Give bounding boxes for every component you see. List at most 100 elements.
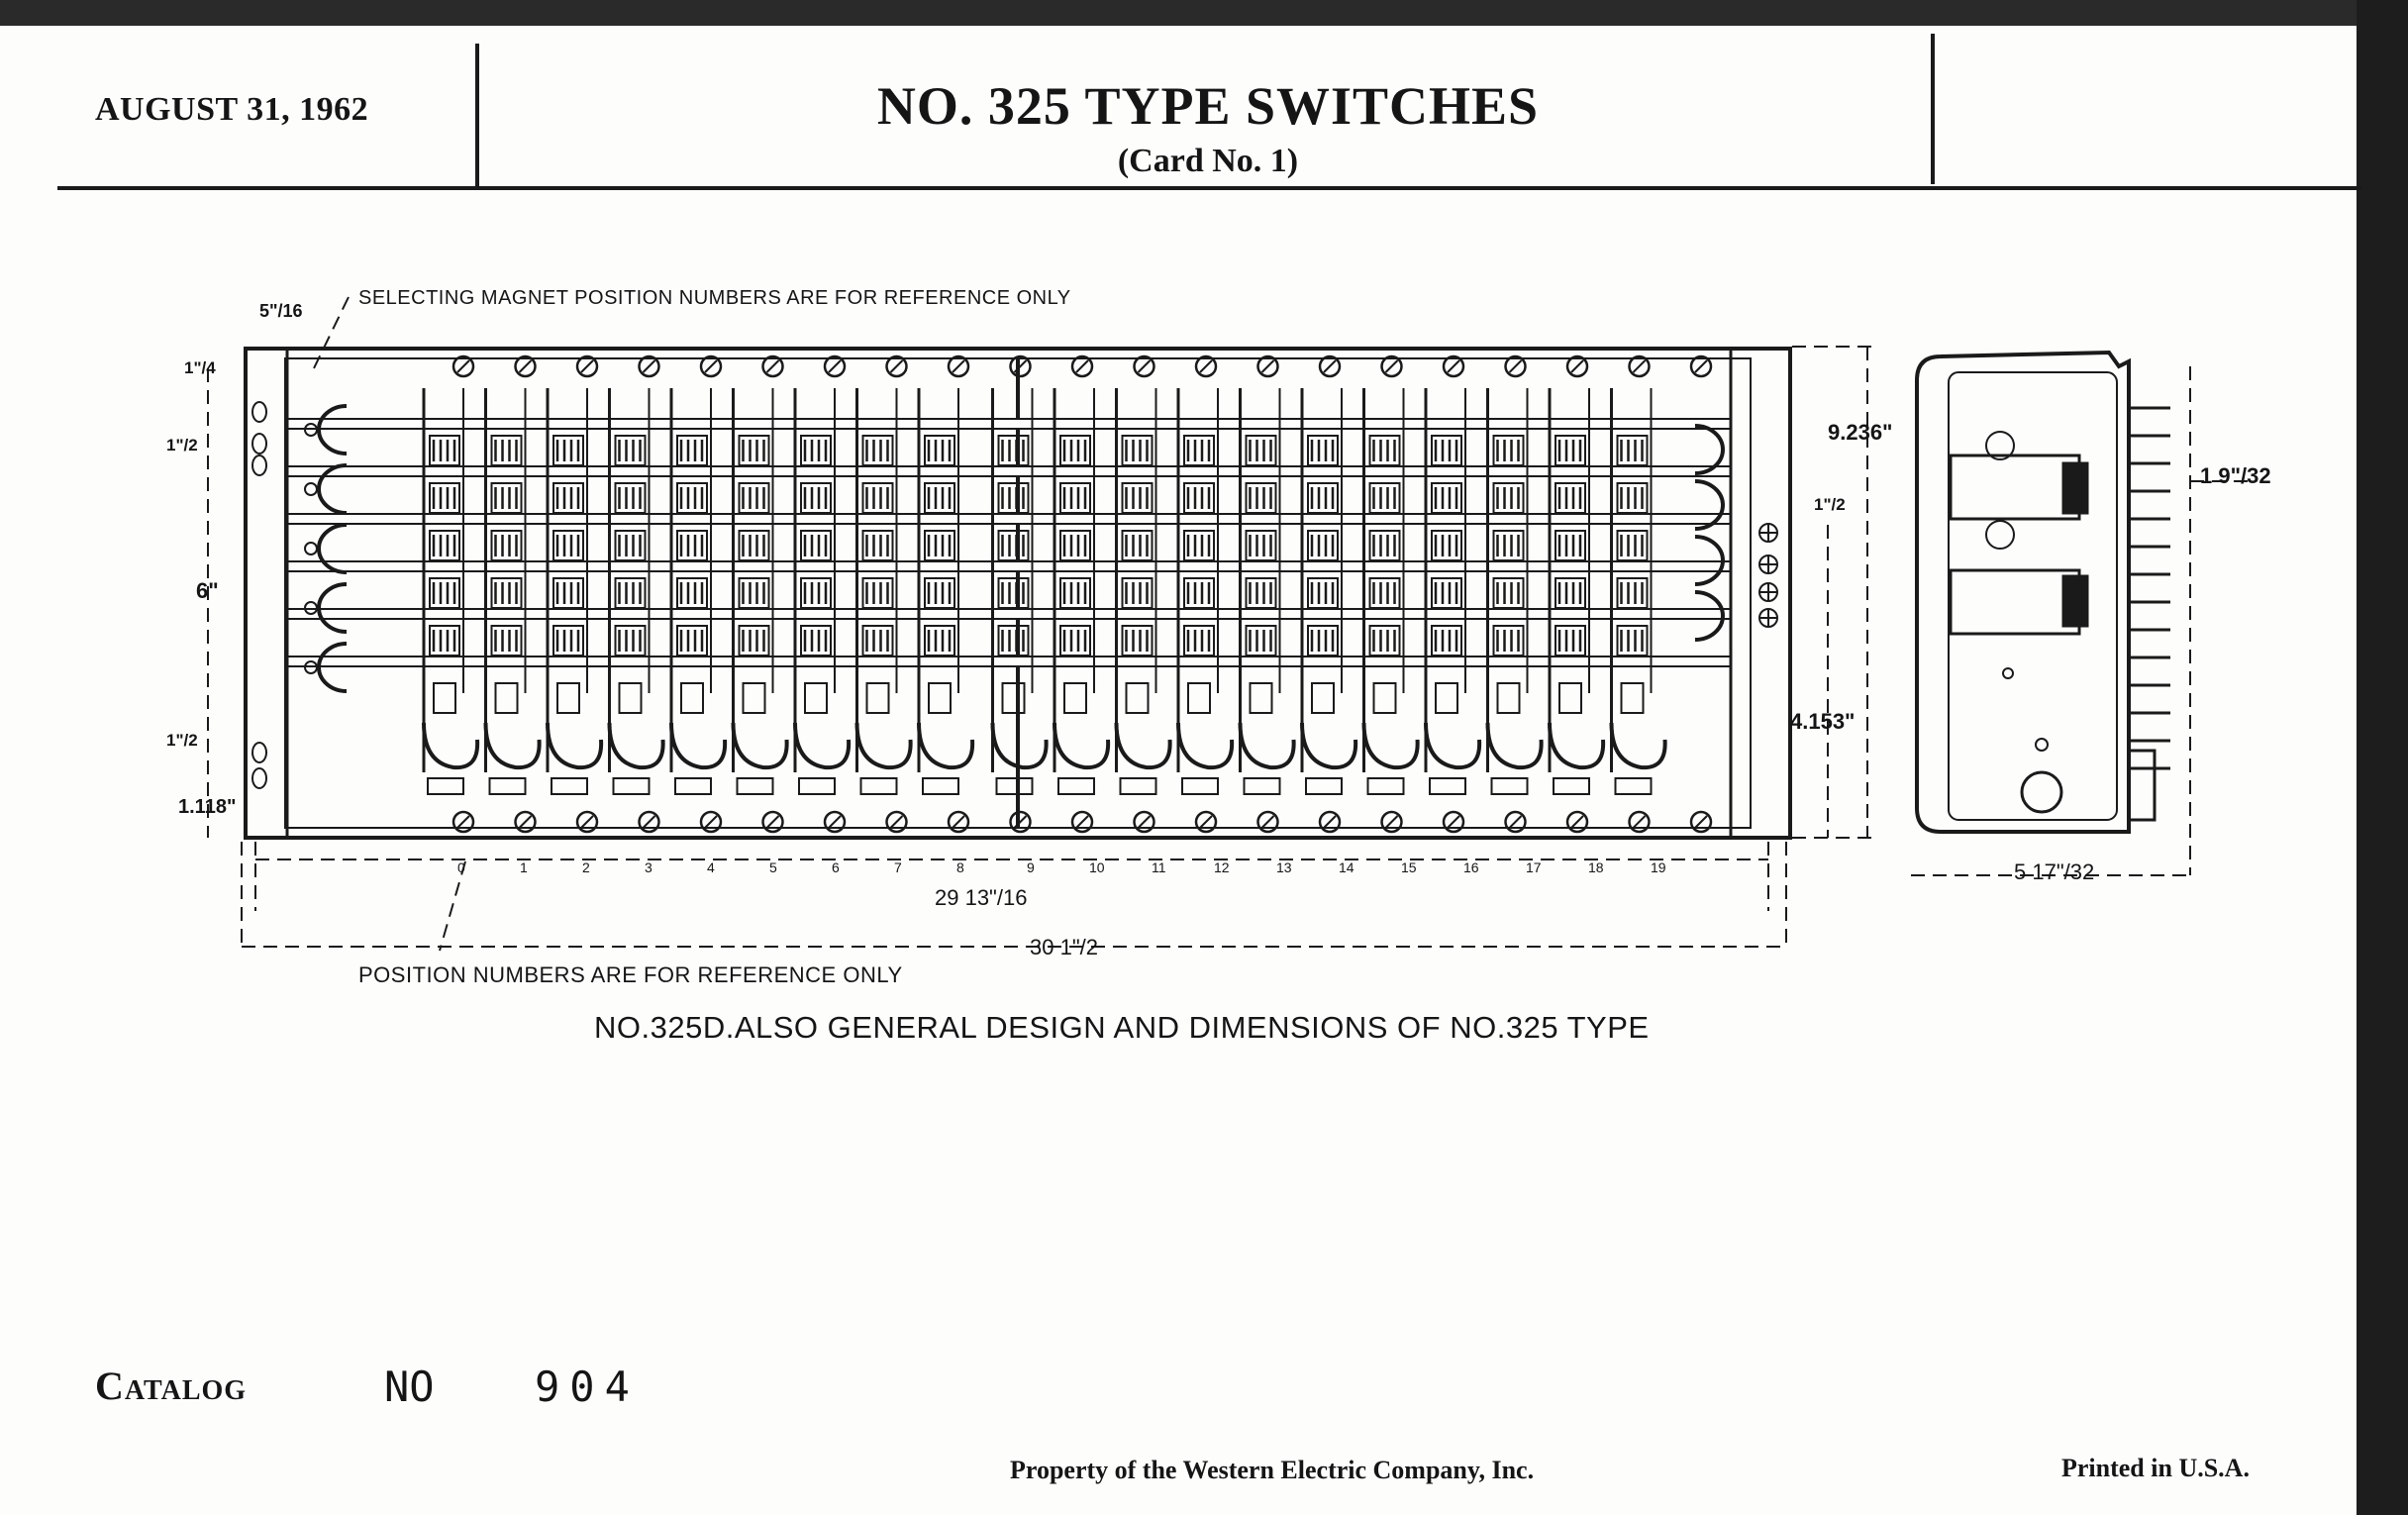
contact-block [614,577,647,609]
header-divider-left [475,44,479,188]
contact-block [1616,435,1649,466]
screw-bottom [1256,810,1279,834]
contact-block [1059,482,1091,514]
contact-block [738,530,770,561]
scan-edge [2357,0,2408,1515]
screw-slot [1570,815,1584,829]
contact-block [997,482,1030,514]
dim-six: 6" [196,578,219,603]
contact-block [676,577,708,609]
page-title: NO. 325 TYPE SWITCHES [876,76,1540,136]
side-pin [2035,738,2049,752]
contact-block [1492,530,1525,561]
contact-block [1492,577,1525,609]
hold-magnet-base [922,777,959,795]
magnet-pin [304,542,318,556]
contact-block [552,435,584,466]
hold-magnet-base [1119,777,1157,795]
hold-magnet-hook [546,722,604,770]
leader-position [439,860,466,952]
contact-block [861,435,894,466]
hold-magnet-hook [1609,722,1667,770]
select-magnet-left [317,523,348,574]
contact-block [1431,530,1462,561]
hold-magnet-base [1243,777,1281,795]
contact-block [1059,625,1091,656]
contact-block [1245,625,1277,656]
select-bar [284,513,1732,525]
hold-magnet-base [1553,777,1590,795]
contact-block [1183,530,1215,561]
screw-slot [1199,815,1213,829]
screw-top [1009,354,1032,378]
select-magnet-left [317,642,348,693]
screw-bottom [575,810,599,834]
contact-block [1121,577,1154,609]
hold-magnet-coil [1435,682,1458,714]
contact-block [1121,530,1154,561]
position-number: 5 [769,859,777,875]
hold-magnet-coil [1311,682,1335,714]
contact-block [738,625,770,656]
contact-block [490,482,523,514]
position-number: 18 [1588,859,1604,875]
screw-bottom [1070,810,1094,834]
dim-right-half: 1"/2 [1814,495,1846,514]
screw-bottom [699,810,723,834]
screw-top [1380,354,1403,378]
contact-block [997,577,1030,609]
side-view [1915,350,2170,834]
position-number: 10 [1089,859,1105,875]
contact-block [1492,625,1525,656]
hold-magnet-coil [494,682,519,714]
screw-slot [765,359,780,373]
dim-height-lower: 4.153" [1790,709,1856,734]
side-grommet [1985,431,2015,460]
screw-bottom [1194,810,1218,834]
dim-top-offset: 5"/16 [259,301,303,321]
position-number: 16 [1463,859,1479,875]
hold-magnet-hook [669,722,728,770]
contact-block [552,530,584,561]
hold-magnet-base [995,777,1034,795]
contact-block [1183,482,1215,514]
hold-magnet-coil [804,682,828,714]
hold-magnet-coil [742,682,766,714]
contact-block [1245,435,1277,466]
hold-magnet-base [488,777,527,795]
contact-block [924,482,955,514]
mounting-hole [251,433,267,454]
screw-bottom [761,810,784,834]
position-number: 2 [582,859,590,875]
dim-side-offset: 1 9"/32 [2200,463,2271,488]
screw-bottom [1442,810,1465,834]
contact-block [1183,625,1215,656]
contact-block [1431,625,1462,656]
screw-slot [642,359,656,373]
screw-slot [1323,359,1337,373]
contact-block [676,435,708,466]
mounting-hole [251,454,267,476]
contact-block [1616,530,1649,561]
screw-top [761,354,784,378]
select-bar [284,656,1732,667]
contact-block [1245,577,1277,609]
hold-magnet-hook [1238,722,1296,770]
screw-top [1070,354,1094,378]
contact-block [861,530,894,561]
position-number: 11 [1152,859,1166,875]
screw-slot [1260,359,1275,373]
screw-slot [1447,815,1460,829]
position-number: 15 [1401,859,1417,875]
contact-block [1307,482,1339,514]
card-number: (Card No. 1) [1117,143,1299,179]
screw-top [1194,354,1218,378]
screw-bottom [1009,810,1032,834]
screw-bottom [947,810,970,834]
screw-slot [1632,815,1647,829]
position-number: 4 [707,859,715,875]
hold-magnet-hook [854,722,913,770]
screw-slot [456,359,470,373]
position-number: 3 [645,859,652,875]
